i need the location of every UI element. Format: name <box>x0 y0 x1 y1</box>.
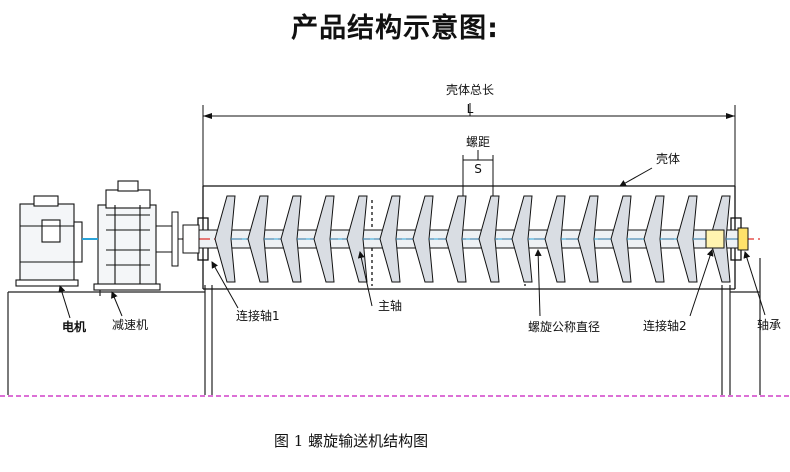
leader-lines <box>58 249 766 319</box>
shaft2-coupling <box>705 229 725 249</box>
screw-flight <box>313 195 335 283</box>
total-length-dimension <box>202 103 736 190</box>
screw-flight <box>676 195 698 283</box>
bearing-label: 轴承 <box>757 317 781 332</box>
support-frame <box>7 258 761 395</box>
bearing-block <box>737 227 749 251</box>
shell-label: 壳体 <box>656 152 680 166</box>
screw-flight <box>445 195 467 283</box>
screw-flight <box>511 195 533 283</box>
screw-flight <box>478 195 500 283</box>
screw-flights <box>214 195 743 283</box>
screw-flight <box>214 195 236 283</box>
shaft1-coupling <box>155 211 200 267</box>
screw-flight <box>577 195 599 283</box>
motor <box>15 195 98 287</box>
screw-flight <box>280 195 302 283</box>
shaft2-label: 连接轴2 <box>643 318 687 333</box>
total-length-label: 壳体总长 <box>446 83 494 97</box>
screw-flight <box>247 195 269 283</box>
pitch-symbol: S <box>474 162 482 176</box>
shaft1-label: 连接轴1 <box>236 308 280 323</box>
screw-flight <box>610 195 632 283</box>
length-symbol: L <box>467 102 474 116</box>
pitch-label: 螺距 <box>466 135 490 149</box>
reducer-label: 减速机 <box>112 318 148 332</box>
pitch-dimension <box>462 150 494 200</box>
screw-flight <box>643 195 665 283</box>
diameter-label: 螺旋公称直径 <box>528 320 600 334</box>
main-shaft-label: 主轴 <box>378 298 402 313</box>
figure-caption: 图 1 螺旋输送机结构图 <box>274 432 428 450</box>
screw-flight <box>379 195 401 283</box>
page-title: 产品结构示意图: <box>291 13 499 44</box>
screw-flight <box>412 195 434 283</box>
motor-label: 电机 <box>62 319 86 334</box>
shell-leader <box>619 167 653 187</box>
reducer <box>93 180 161 291</box>
screw-flight <box>544 195 566 283</box>
